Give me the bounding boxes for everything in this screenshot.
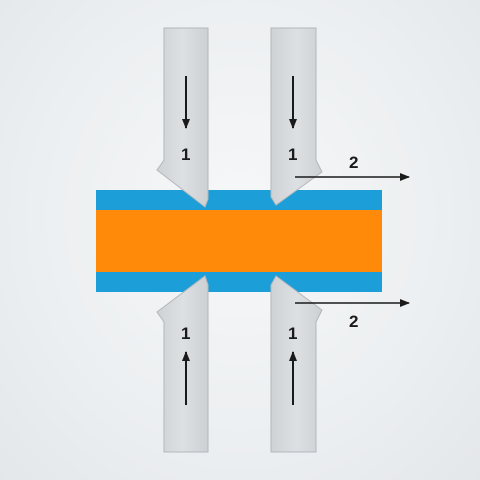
upper-right-blade bbox=[270, 27, 323, 206]
lower-right-blade bbox=[270, 275, 323, 453]
top-outer-layer bbox=[96, 190, 382, 210]
label-2-top: 2 bbox=[349, 153, 358, 172]
label-1-upper-right: 1 bbox=[288, 145, 297, 164]
blade-motion-arrows bbox=[182, 76, 297, 405]
label-1-lower-right: 1 bbox=[288, 324, 297, 343]
laminate-strip bbox=[96, 190, 382, 292]
lower-left-blade bbox=[156, 275, 209, 453]
upper-left-blade bbox=[156, 27, 209, 208]
label-1-upper-left: 1 bbox=[181, 145, 190, 164]
bottom-outer-layer bbox=[96, 272, 382, 292]
blades bbox=[156, 27, 323, 453]
label-2-bottom: 2 bbox=[349, 312, 358, 331]
label-1-lower-left: 1 bbox=[181, 324, 190, 343]
core-layer bbox=[96, 210, 382, 272]
strip-motion-arrows bbox=[295, 173, 410, 307]
